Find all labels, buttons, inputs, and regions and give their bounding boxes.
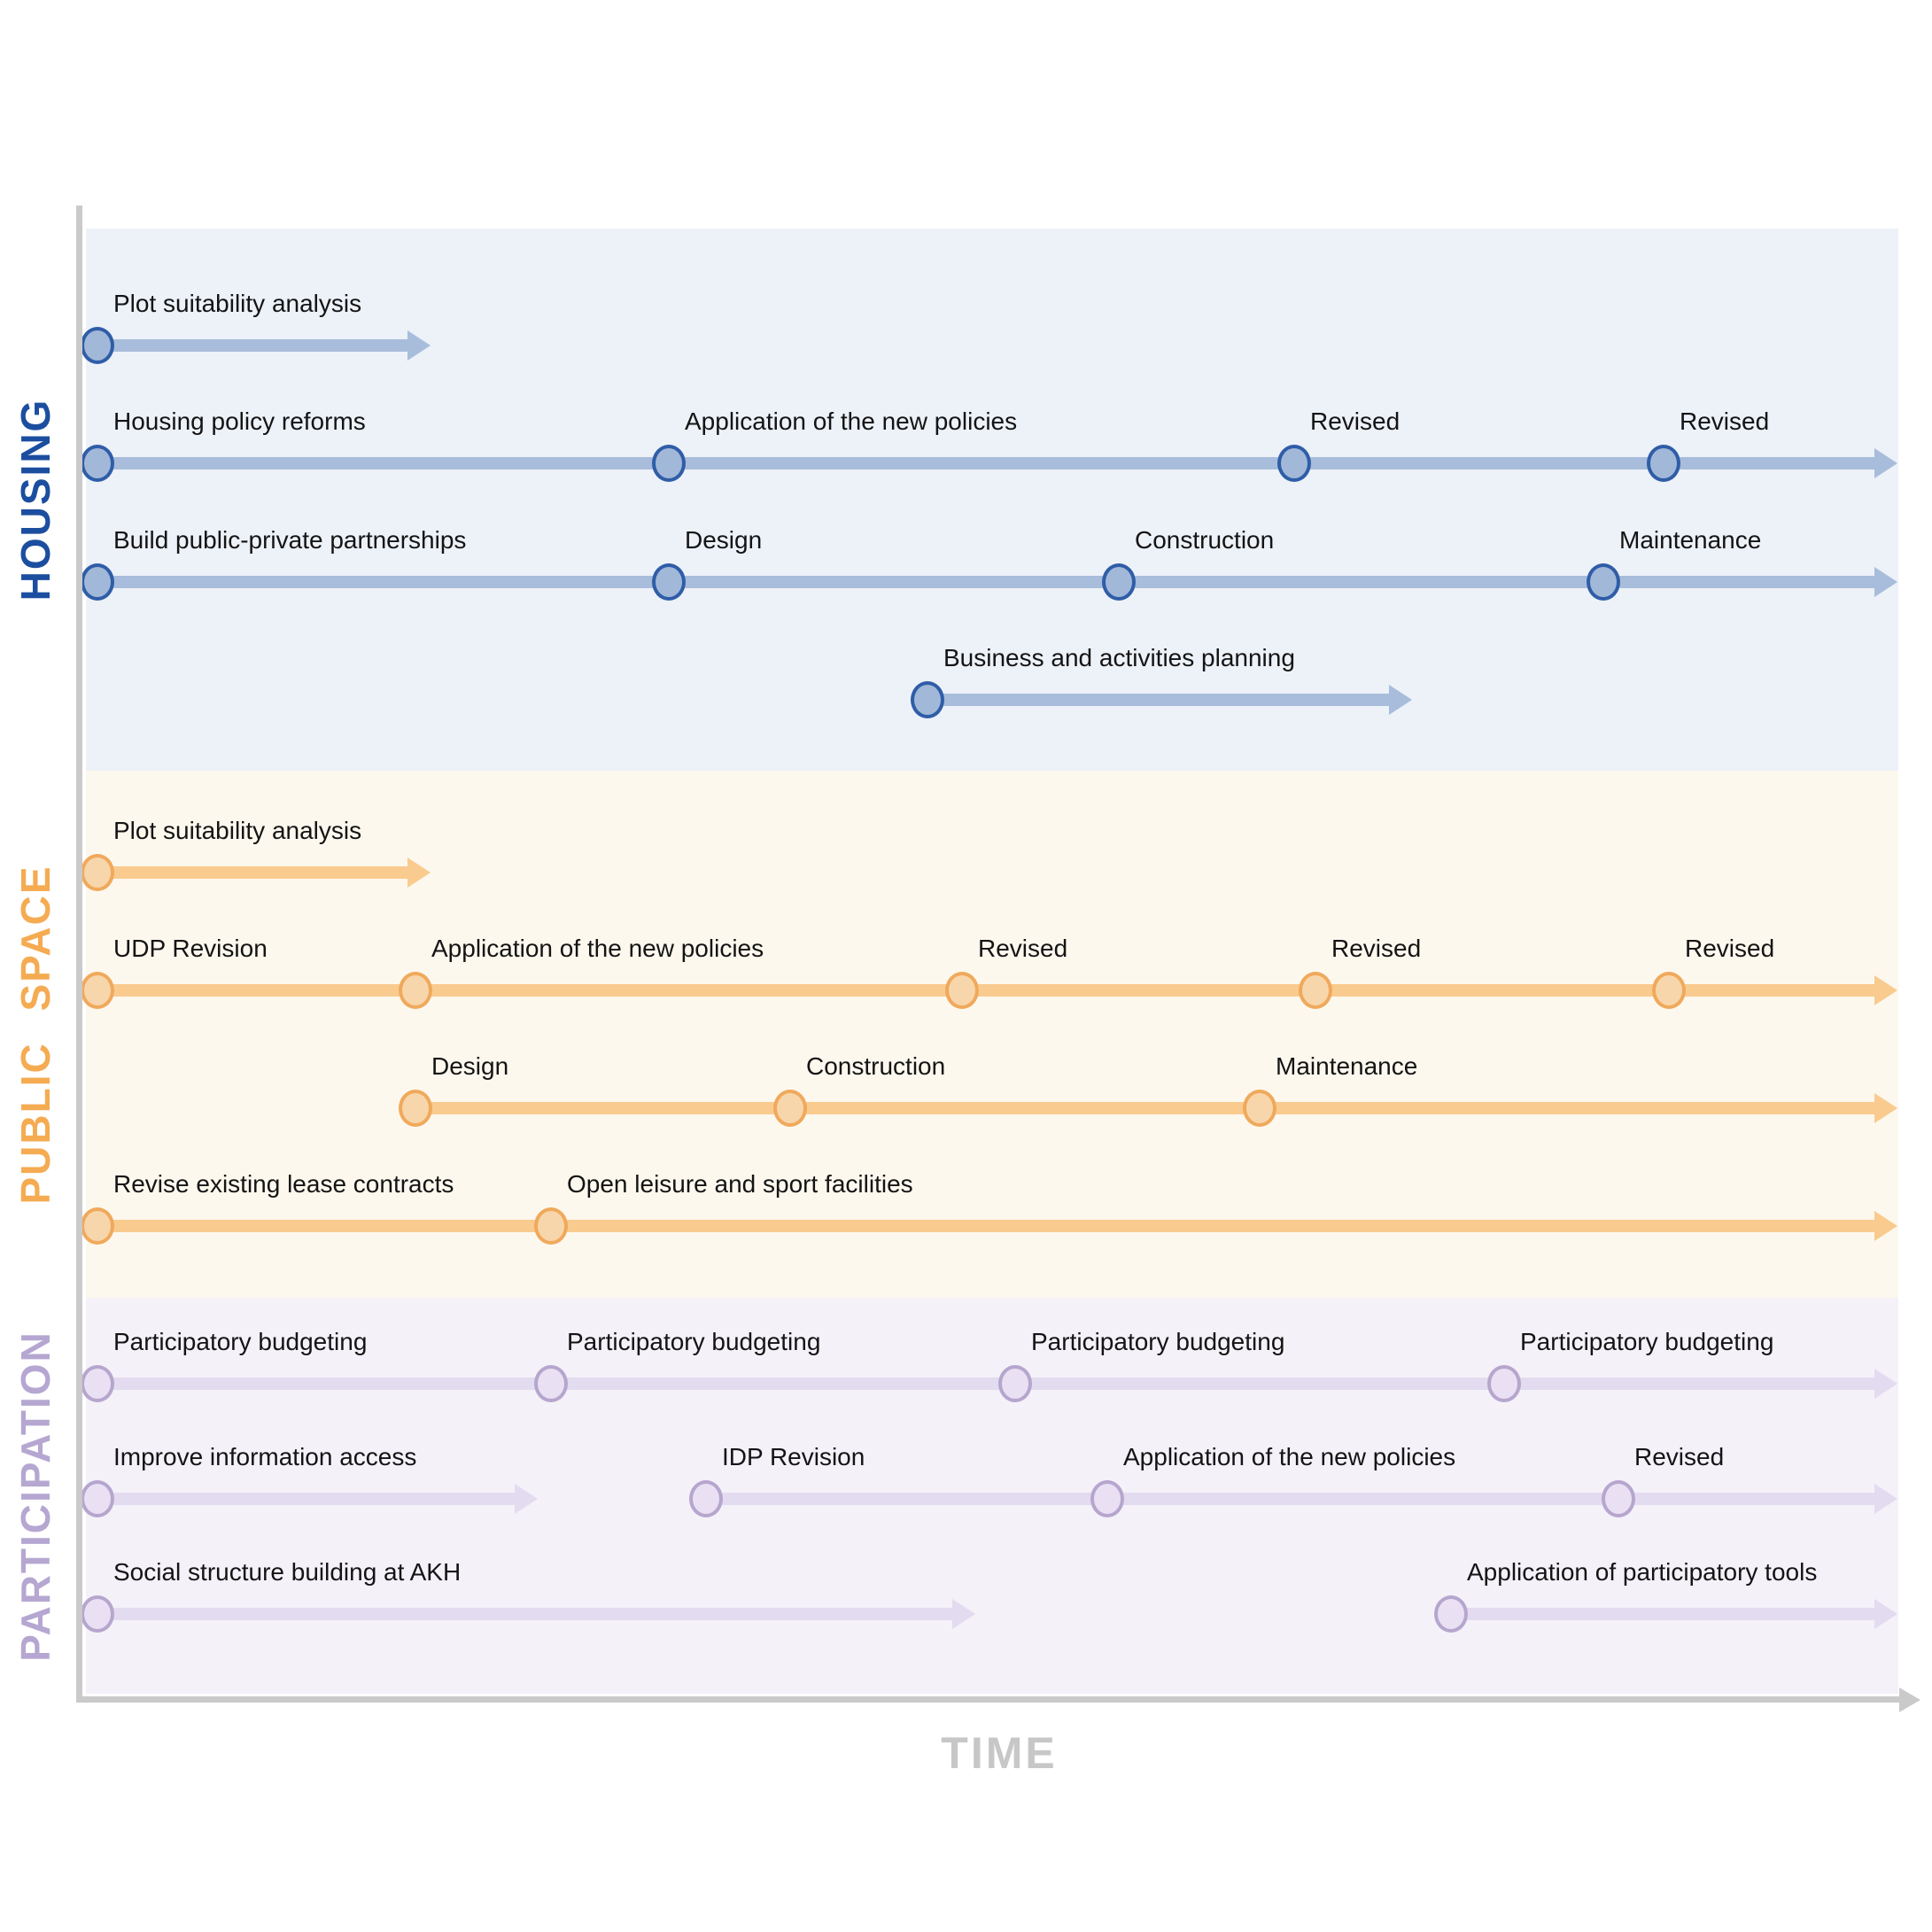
milestone-label: Construction (1135, 526, 1275, 554)
milestone-label: Design (431, 1052, 509, 1080)
x-axis-line (76, 1696, 1901, 1703)
milestone-label: Participatory budgeting (1031, 1328, 1285, 1355)
milestone-label: Maintenance (1276, 1052, 1418, 1080)
section-title-participation: PARTICIPATION (12, 1331, 58, 1662)
x-axis-arrowhead-icon (1899, 1687, 1920, 1712)
milestone-dot (773, 1090, 807, 1127)
timeline-arrowhead-icon (515, 1484, 538, 1514)
milestone-dot (652, 445, 686, 482)
milestone-label: IDP Revision (722, 1443, 865, 1470)
milestone-label: Revised (1634, 1443, 1725, 1470)
milestone-label: Housing policy reforms (113, 407, 366, 435)
milestone-label: Revised (978, 935, 1068, 962)
public-space-panel (86, 771, 1898, 1298)
milestone-label: Revise existing lease contracts (113, 1170, 454, 1198)
milestone-label: Participatory budgeting (1520, 1328, 1774, 1355)
milestone-dot (911, 681, 944, 718)
timeline-arrowhead-icon (1874, 1369, 1897, 1399)
milestone-dot (399, 1090, 432, 1127)
section-title-public-space: PUBLIC SPACE (12, 865, 58, 1205)
milestone-dot (81, 854, 114, 891)
milestone-label: Construction (806, 1052, 946, 1080)
milestone-label: Open leisure and sport facilities (567, 1170, 913, 1198)
timeline-bar (97, 1493, 518, 1505)
milestone-dot (534, 1365, 568, 1402)
milestone-dot (81, 972, 114, 1009)
milestone-dot (1277, 445, 1311, 482)
timeline-arrowhead-icon (1389, 685, 1412, 715)
time-axis-label: TIME (941, 1728, 1058, 1778)
milestone-dot (652, 563, 686, 601)
milestone-dot (1487, 1365, 1521, 1402)
section-title-housing: HOUSING (12, 398, 58, 601)
milestone-dot (399, 972, 432, 1009)
milestone-dot (1102, 563, 1136, 601)
milestone-label: Plot suitability analysis (113, 290, 362, 317)
timeline-bar (97, 339, 411, 352)
milestone-dot (534, 1207, 568, 1245)
timeline-arrowhead-icon (1874, 567, 1897, 597)
timeline-bar (97, 1377, 1878, 1390)
milestone-label: Plot suitability analysis (113, 817, 362, 844)
milestone-dot (1652, 972, 1686, 1009)
timeline-arrowhead-icon (407, 857, 431, 888)
milestone-dot (81, 1365, 114, 1402)
milestone-label: Revised (1310, 407, 1401, 435)
timeline-bar (97, 1608, 956, 1620)
milestone-label: Application of the new policies (685, 407, 1018, 435)
timeline-bar (97, 1220, 1878, 1232)
timeline-bar (927, 694, 1393, 706)
milestone-label: UDP Revision (113, 935, 268, 962)
milestone-dot (81, 1595, 114, 1633)
milestone-label: Application of participatory tools (1467, 1558, 1818, 1586)
milestone-label: Improve information access (113, 1443, 417, 1470)
y-axis-line (76, 206, 82, 1703)
milestone-label: Revised (1331, 935, 1422, 962)
milestone-dot (945, 972, 979, 1009)
housing-panel (86, 229, 1898, 771)
milestone-dot (1602, 1480, 1635, 1517)
milestone-label: Revised (1685, 935, 1775, 962)
milestone-label: Application of the new policies (431, 935, 764, 962)
milestone-label: Application of the new policies (1123, 1443, 1456, 1470)
milestone-dot (1299, 972, 1332, 1009)
timeline-arrowhead-icon (407, 330, 431, 361)
milestone-label: Participatory budgeting (113, 1328, 368, 1355)
timeline-arrowhead-icon (1874, 448, 1897, 478)
milestone-dot (81, 1207, 114, 1245)
milestone-label: Build public-private partnerships (113, 526, 467, 554)
timeline-arrowhead-icon (1874, 1599, 1897, 1629)
milestone-label: Business and activities planning (943, 644, 1295, 671)
milestone-dot (81, 445, 114, 482)
milestone-dot (689, 1480, 723, 1517)
milestone-label: Social structure building at AKH (113, 1558, 462, 1586)
timeline-arrowhead-icon (1874, 1093, 1897, 1123)
milestone-dot (1243, 1090, 1276, 1127)
timeline-arrowhead-icon (1874, 1211, 1897, 1241)
timeline-bar (1451, 1608, 1878, 1620)
timeline-bar (706, 1493, 1878, 1505)
milestone-dot (1587, 563, 1620, 601)
timeline-arrowhead-icon (1874, 1484, 1897, 1514)
timeline-bar (97, 984, 1878, 997)
milestone-dot (81, 1480, 114, 1517)
milestone-label: Design (685, 526, 763, 554)
timeline-bar (97, 457, 1878, 469)
timeline-bar (415, 1102, 1878, 1114)
milestone-dot (1647, 445, 1680, 482)
timeline-arrowhead-icon (952, 1599, 975, 1629)
milestone-label: Maintenance (1619, 526, 1762, 554)
milestone-dot (1434, 1595, 1468, 1633)
milestone-dot (998, 1365, 1032, 1402)
milestone-label: Revised (1680, 407, 1770, 435)
timeline-bar (97, 866, 411, 879)
milestone-dot (81, 563, 114, 601)
timeline-bar (97, 576, 1878, 588)
milestone-label: Participatory budgeting (567, 1328, 821, 1355)
milestone-dot (81, 327, 114, 364)
timeline-arrowhead-icon (1874, 975, 1897, 1005)
milestone-dot (1090, 1480, 1124, 1517)
